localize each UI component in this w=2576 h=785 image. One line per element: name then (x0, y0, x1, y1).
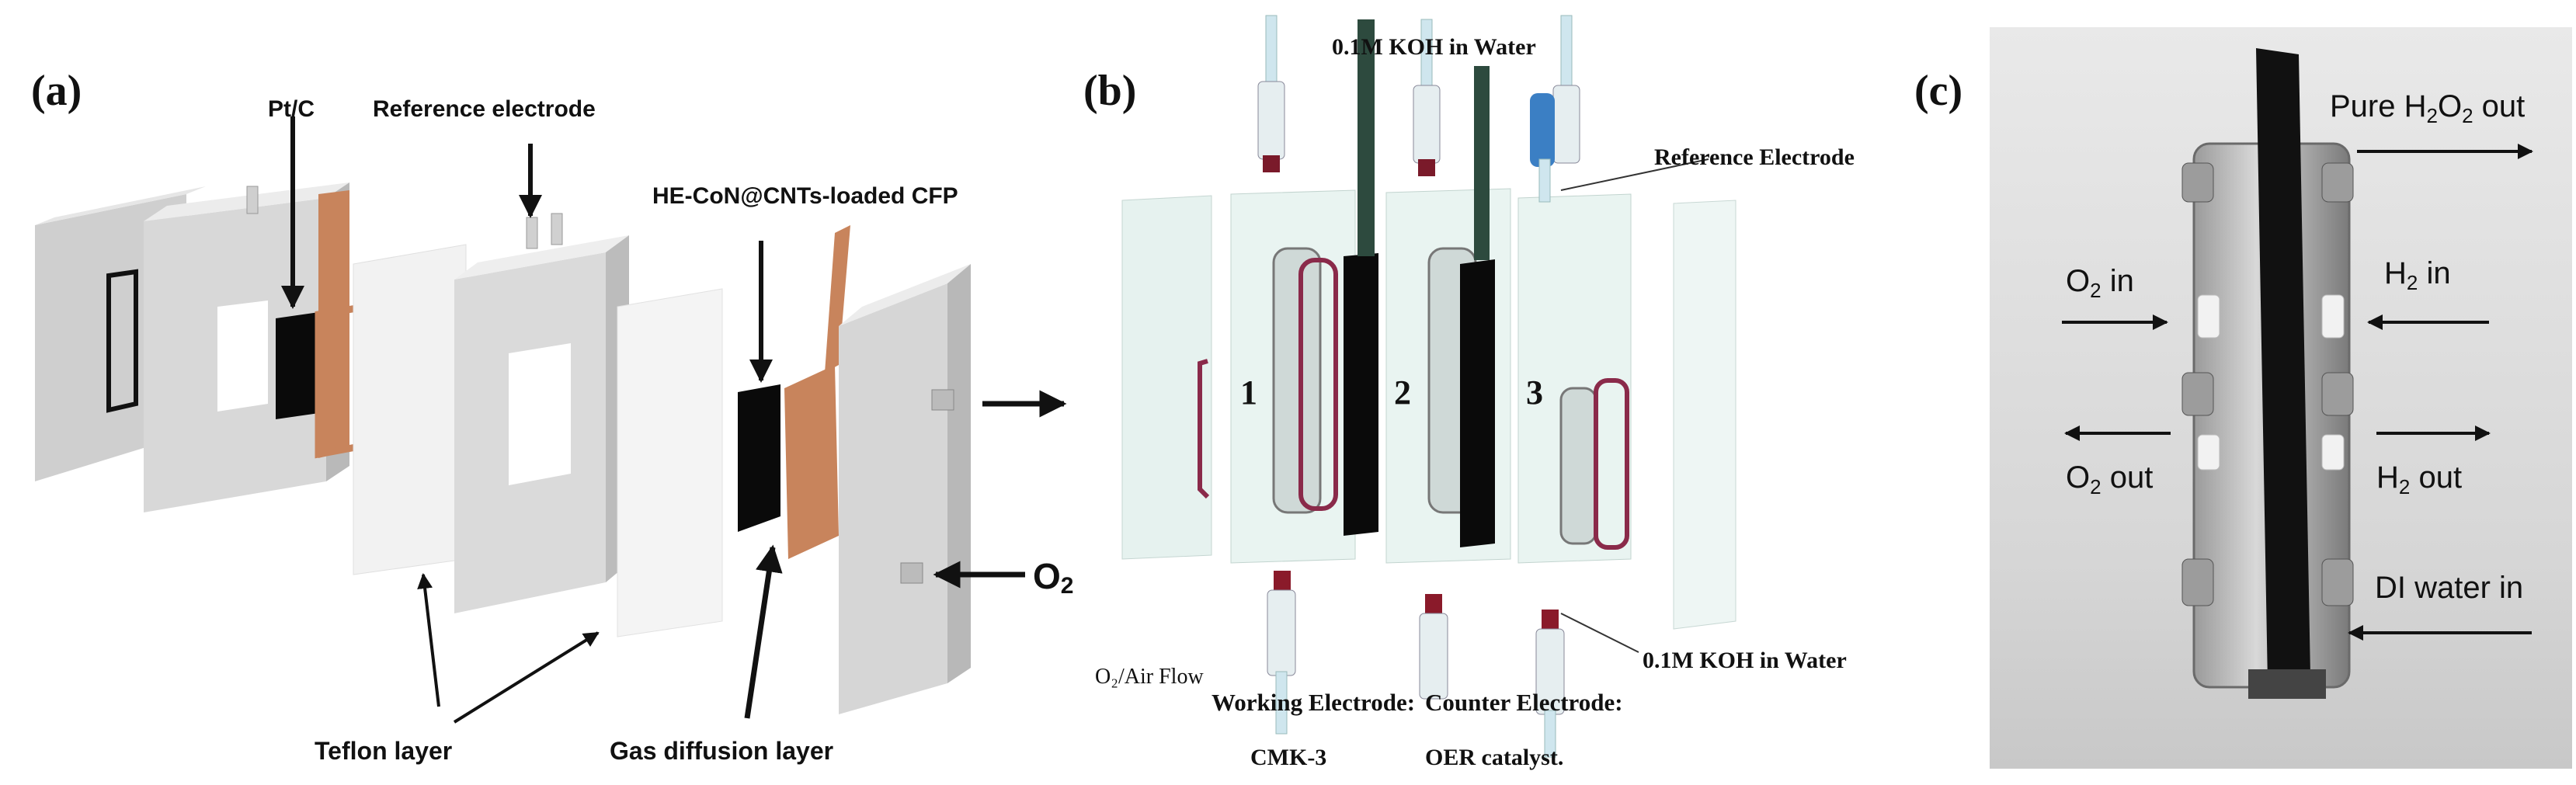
b-label-o2-air-flow: O₂/Air Flow (1095, 665, 1204, 689)
panel-a: (a) (31, 67, 1073, 765)
b-bottom-fittings (1267, 571, 1565, 758)
c-bolts (2181, 162, 2354, 606)
c-black-plate (2256, 48, 2310, 683)
c-label-pure-h2o2: Pure H2O2 out (2330, 89, 2525, 127)
c-label-o2-out: O2 out (2066, 460, 2153, 498)
b-top-fittings (1257, 15, 1580, 203)
b-working-electrode (1344, 253, 1378, 536)
c-label-di-water-in: DI water in (2375, 571, 2523, 605)
panel-c: (c) Pure H2O2 out O2 in H (1914, 27, 2572, 769)
b-label-oer-catalyst: OER catalyst. (1425, 745, 1563, 770)
b-label-koh-top: 0.1M KOH in Water (1332, 34, 1536, 60)
b-counter-electrode-lead (1474, 66, 1490, 260)
b-label-koh-bottom: 0.1M KOH in Water (1643, 648, 1847, 673)
a-label-ptc: Pt/C (268, 96, 315, 122)
a-label-catalyst: HE-CoN@CNTs-loaded CFP (652, 183, 958, 209)
c-label-h2-out: H2 out (2376, 460, 2462, 498)
c-label-h2-in: H2 in (2384, 256, 2451, 294)
b-label-cmk3: CMK-3 (1250, 745, 1326, 770)
b-label-counter-electrode: Counter Electrode: (1425, 689, 1623, 716)
a-copper-frame-1 (318, 190, 349, 458)
b-label-2: 2 (1394, 373, 1411, 412)
b-label-3: 3 (1526, 373, 1543, 412)
b-label-1: 1 (1240, 373, 1257, 412)
a-teflon-sheet-2 (617, 288, 723, 637)
b-chamber-3 (1517, 193, 1632, 564)
panel-a-letter: (a) (31, 67, 82, 115)
a-gas-diffusion-layer (784, 365, 839, 559)
a-teflon-arrow-2 (453, 631, 600, 724)
a-label-reference-electrode: Reference electrode (373, 96, 596, 122)
b-plate-left (1121, 195, 1212, 560)
b-label-reference-electrode: Reference Electrode (1654, 144, 1855, 170)
panel-b-letter: (b) (1083, 67, 1136, 115)
b-plate-right (1673, 200, 1736, 630)
a-label-o2: O2 (1033, 556, 1073, 599)
b-label-working-electrode: Working Electrode: (1212, 689, 1415, 716)
a-cathode-plate (144, 182, 349, 512)
a-gdl-arrow (744, 544, 783, 719)
a-label-gas-diffusion-layer: Gas diffusion layer (610, 737, 833, 765)
a-teflon-arrow-1 (417, 573, 440, 707)
b-counter-electrode (1460, 259, 1495, 547)
panel-b: (b) (1083, 15, 1855, 770)
c-label-o2-in: O2 in (2066, 264, 2134, 302)
a-label-teflon-layer: Teflon layer (315, 737, 452, 765)
a-end-plate (839, 264, 971, 714)
b-working-electrode-lead (1358, 19, 1375, 256)
panel-c-letter: (c) (1914, 67, 1962, 115)
a-teflon-sheet-1 (353, 244, 467, 575)
a-catalyst-layer (738, 384, 780, 532)
a-middle-plate (454, 213, 629, 613)
